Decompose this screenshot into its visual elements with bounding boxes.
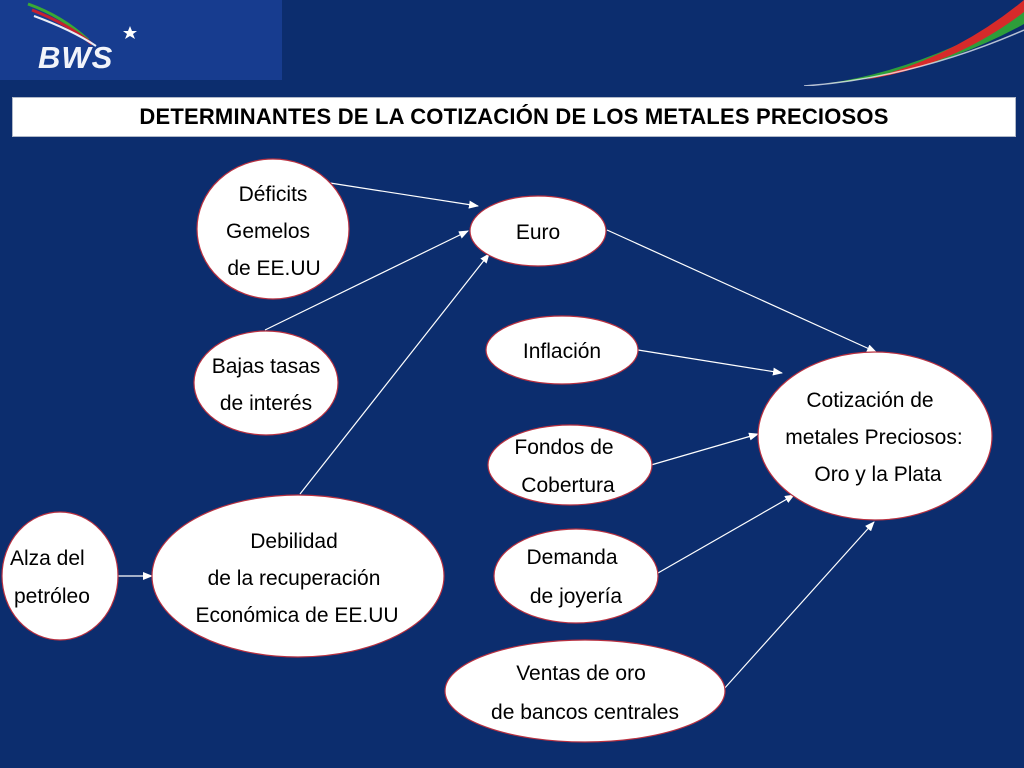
node-euro-line-1: Euro [516,221,560,244]
node-fondos-line-1: Fondos de [514,436,613,459]
node-ventas: Ventas de oro de bancos centrales [444,639,726,743]
node-alza-line-2: petróleo [14,585,90,608]
node-demanda: Demanda de joyería [493,528,659,624]
node-debilidad-line-1: Debilidad [250,530,338,553]
node-bajas-tasas: Bajas tasas de interés [193,330,339,436]
node-ventas-line-1: Ventas de oro [516,662,646,685]
bws-swoosh-star-icon [27,2,137,47]
arrow-inflacion-cotizacion [637,349,783,376]
node-cotizacion-line-3: Oro y la Plata [814,463,942,486]
node-ventas-line-2: de bancos centrales [491,701,679,724]
page-title: DETERMINANTES DE LA COTIZACIÓN DE LOS ME… [139,104,889,129]
node-fondos-line-2: Cobertura [521,474,615,497]
arrow-fondos-cotizacion [650,432,759,466]
arrow-bajas-euro [264,230,469,331]
node-deficits-line-3: de EE.UU [227,257,320,280]
node-debilidad: Debilidad de la recuperación Económica d… [151,494,445,658]
title-box: DETERMINANTES DE LA COTIZACIÓN DE LOS ME… [12,97,1016,137]
node-inflacion: Inflación [485,315,639,385]
arrow-demanda-cotizacion [657,494,795,574]
node-euro: Euro [469,195,607,267]
logo-text: BWS [38,40,114,75]
header-bar: BWS [0,0,1024,86]
logo-panel: BWS [0,0,282,80]
node-inflacion-line-1: Inflación [523,340,601,363]
arrows [118,182,877,691]
node-cotizacion: Cotización de metales Preciosos: Oro y l… [757,351,993,521]
node-cotizacion-line-1: Cotización de [806,389,933,412]
node-demanda-line-2: de joyería [530,585,623,608]
node-bajas-tasas-line-1: Bajas tasas [212,355,321,378]
node-alza-line-1: Alza del [10,547,85,570]
node-fondos: Fondos de Cobertura [487,424,653,506]
node-bajas-tasas-line-2: de interés [220,392,312,415]
arrow-euro-cotizacion [606,229,877,353]
node-deficits-line-2: Gemelos [226,220,310,243]
node-debilidad-line-2: de la recuperación [208,567,381,590]
arrow-ventas-cotizacion [722,521,875,691]
node-debilidad-line-3: Económica de EE.UU [195,604,398,627]
arrow-deficits-euro [329,182,479,209]
node-demanda-line-1: Demanda [526,546,617,569]
node-deficits-line-1: Déficits [239,183,308,206]
arrow-debilidad-euro [299,253,490,495]
node-cotizacion-line-2: metales Preciosos: [785,426,962,449]
header-swoosh-graphic [804,0,1024,86]
node-alza: Alza del petróleo [1,511,119,641]
node-deficits: Déficits Gemelos de EE.UU [196,158,350,300]
